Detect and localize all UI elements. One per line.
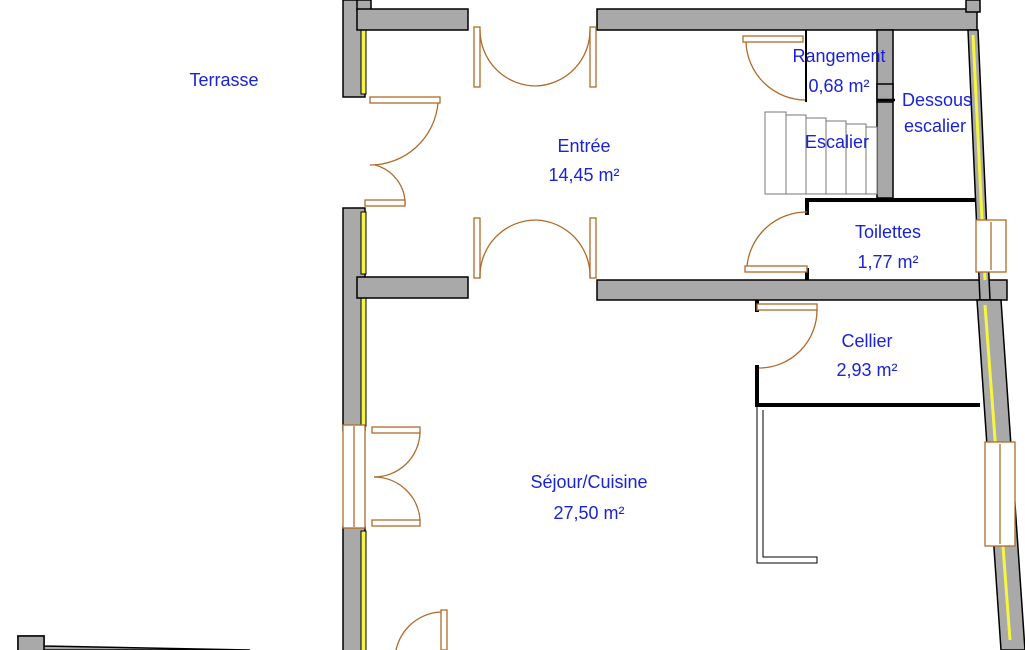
window-west-top-glass — [360, 29, 367, 95]
terrasse-post — [17, 635, 45, 650]
wall-north-right-stub — [965, 0, 981, 13]
door-swing-arc — [479, 219, 537, 279]
door-swing-arc — [373, 432, 421, 478]
wall-north-left — [356, 8, 469, 31]
door-cellier — [756, 303, 818, 369]
label-rangement-name: Rangement — [792, 46, 885, 66]
door-toilettes — [744, 211, 808, 273]
stair-step — [785, 114, 807, 195]
door-leaf — [589, 26, 597, 88]
door-leaf — [364, 199, 406, 207]
door-swing-arc — [395, 611, 442, 650]
door-swing-arc — [374, 164, 406, 206]
window-west-lower-glass — [360, 297, 367, 427]
door-leaf — [369, 96, 441, 104]
door-leaf — [371, 426, 421, 434]
door-leaf — [589, 217, 597, 279]
door-swing-arc — [746, 211, 808, 267]
window-west-mid-glass — [360, 211, 367, 275]
label-sejour-area: 27,50 m² — [553, 503, 624, 523]
door-entree-west — [364, 96, 441, 207]
label-entree-name: Entrée — [557, 136, 610, 156]
label-rangement-area: 0,68 m² — [808, 76, 869, 96]
wall-mid-left — [356, 276, 469, 299]
door-rangement — [742, 30, 807, 102]
door-entree-south — [473, 217, 597, 279]
label-dessous-escalier-1: Dessous — [902, 90, 972, 110]
door-leaf — [371, 519, 421, 527]
label-terrasse: Terrasse — [189, 70, 258, 90]
door-swing-arc — [479, 29, 537, 87]
label-cellier-area: 2,93 m² — [836, 360, 897, 380]
door-swing-arc — [369, 102, 439, 166]
door-leaf — [756, 303, 818, 311]
label-toilettes-area: 1,77 m² — [857, 252, 918, 272]
door-swing-arc — [373, 476, 421, 521]
door-swing-arc — [535, 29, 591, 87]
label-dessous-escalier-2: escalier — [904, 116, 966, 136]
kitchen-counter — [756, 405, 818, 564]
door-leaf — [473, 26, 481, 88]
door-swing-arc — [758, 309, 818, 369]
label-cellier-name: Cellier — [841, 331, 892, 351]
door-entree-north — [473, 26, 597, 88]
door-leaf — [744, 265, 808, 273]
stair-step — [805, 117, 827, 195]
door-leaf — [440, 609, 448, 650]
label-sejour-name: Séjour/Cuisine — [530, 472, 647, 492]
label-entree-area: 14,45 m² — [548, 165, 619, 185]
door-leaf — [742, 35, 804, 43]
door-sejour-bottom — [395, 609, 448, 650]
wall-mid-right — [596, 279, 1008, 301]
stair-step — [764, 111, 787, 195]
stair-step — [865, 126, 878, 195]
terrasse-wall-fragment — [17, 635, 251, 650]
window-west-bottom-glass — [360, 530, 367, 650]
door-swing-arc — [745, 41, 807, 101]
door-leaf — [473, 217, 481, 279]
door-sejour-west — [371, 426, 421, 527]
door-swing-arc — [535, 219, 591, 279]
wall-north-right — [596, 8, 978, 31]
label-escalier: Escalier — [805, 132, 869, 152]
label-toilettes-name: Toilettes — [855, 222, 921, 242]
staircase — [764, 111, 878, 195]
